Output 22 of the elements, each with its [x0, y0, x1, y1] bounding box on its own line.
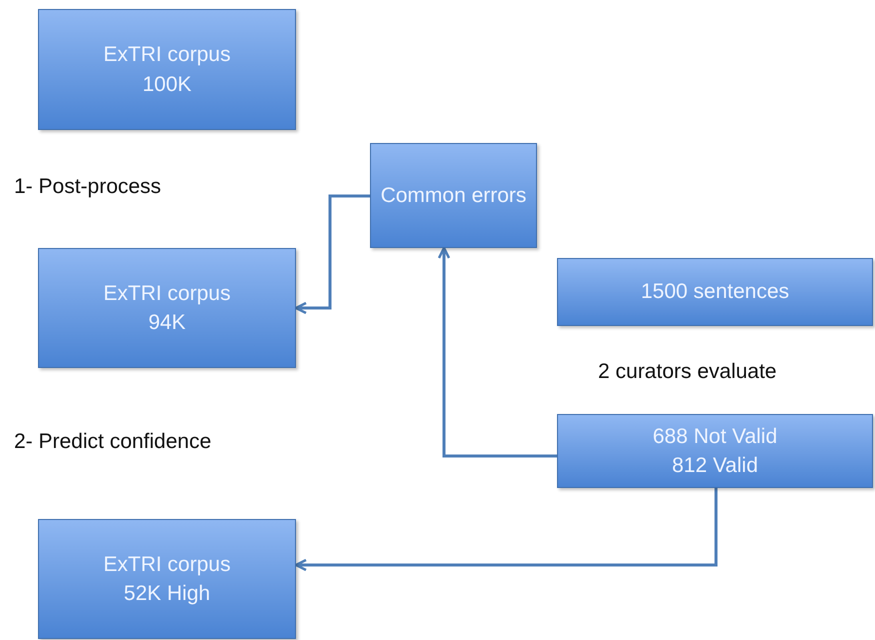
process-box — [38, 248, 296, 368]
box-text: ExTRI corpus — [103, 280, 231, 307]
process-box — [370, 143, 537, 248]
step-label: 2 curators evaluate — [598, 360, 777, 384]
connector-arrow — [294, 488, 718, 572]
box-text: 812 Valid — [672, 453, 758, 479]
box-text: 1500 sentences — [640, 279, 790, 306]
step-label: 1- Post-process — [14, 175, 162, 199]
box-text: Common errors — [380, 182, 526, 209]
box-text: 52K High — [124, 581, 210, 607]
process-box — [38, 519, 296, 639]
box-text: ExTRI corpus — [103, 552, 231, 578]
connector-arrow — [438, 246, 557, 458]
connector-arrow — [294, 194, 370, 314]
box-text: 94K — [148, 310, 186, 336]
process-box — [38, 9, 296, 130]
step-label: 2- Predict confidence — [14, 430, 212, 454]
process-box — [557, 414, 873, 488]
box-text: ExTRI corpus — [103, 42, 231, 68]
box-text: 100K — [142, 72, 192, 98]
box-text: 688 Not Valid — [652, 424, 778, 450]
process-box — [557, 258, 873, 326]
